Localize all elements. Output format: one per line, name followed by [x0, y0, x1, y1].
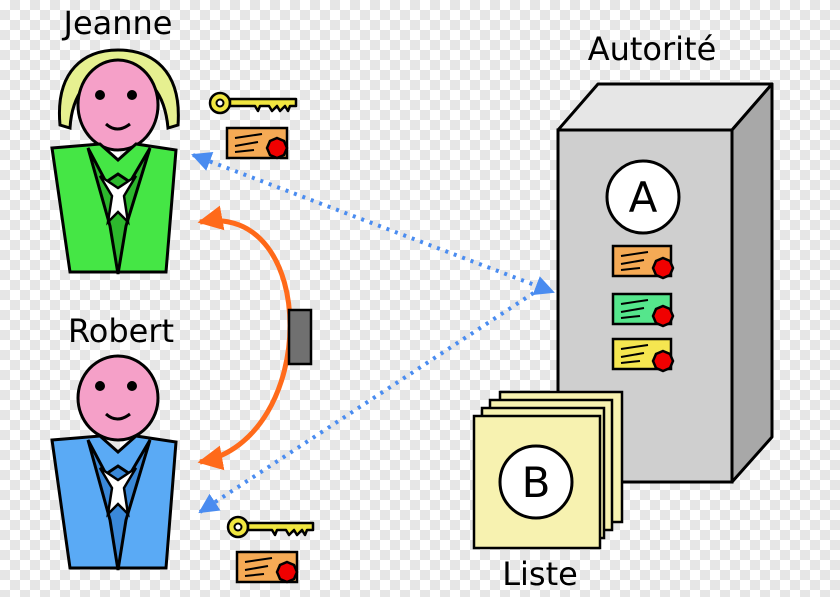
robert-label: Robert [68, 312, 174, 350]
authority-label: Autorité [588, 30, 717, 68]
jeanne-label: Jeanne [62, 4, 173, 42]
encrypted-message-icon [287, 308, 313, 366]
list-badge: B [498, 444, 574, 520]
authority-badge: A [605, 159, 681, 235]
jeanne-person-icon [50, 48, 180, 275]
authority-certificate-orange [611, 244, 675, 280]
exchange-arrow [197, 205, 293, 471]
jeanne-authority-link [191, 152, 555, 295]
jeanne-certificate-icon [225, 126, 289, 160]
robert-key-icon [226, 515, 315, 539]
robert-person-icon [50, 354, 178, 571]
authority-certificate-green [611, 292, 675, 328]
robert-authority-link [198, 290, 537, 514]
list-label: Liste [502, 555, 578, 593]
robert-certificate-icon [235, 550, 299, 584]
authority-badge-letter: A [629, 173, 658, 222]
list-badge-letter: B [522, 458, 551, 507]
authority-certificate-yellow [611, 337, 675, 373]
jeanne-key-icon [208, 91, 298, 115]
